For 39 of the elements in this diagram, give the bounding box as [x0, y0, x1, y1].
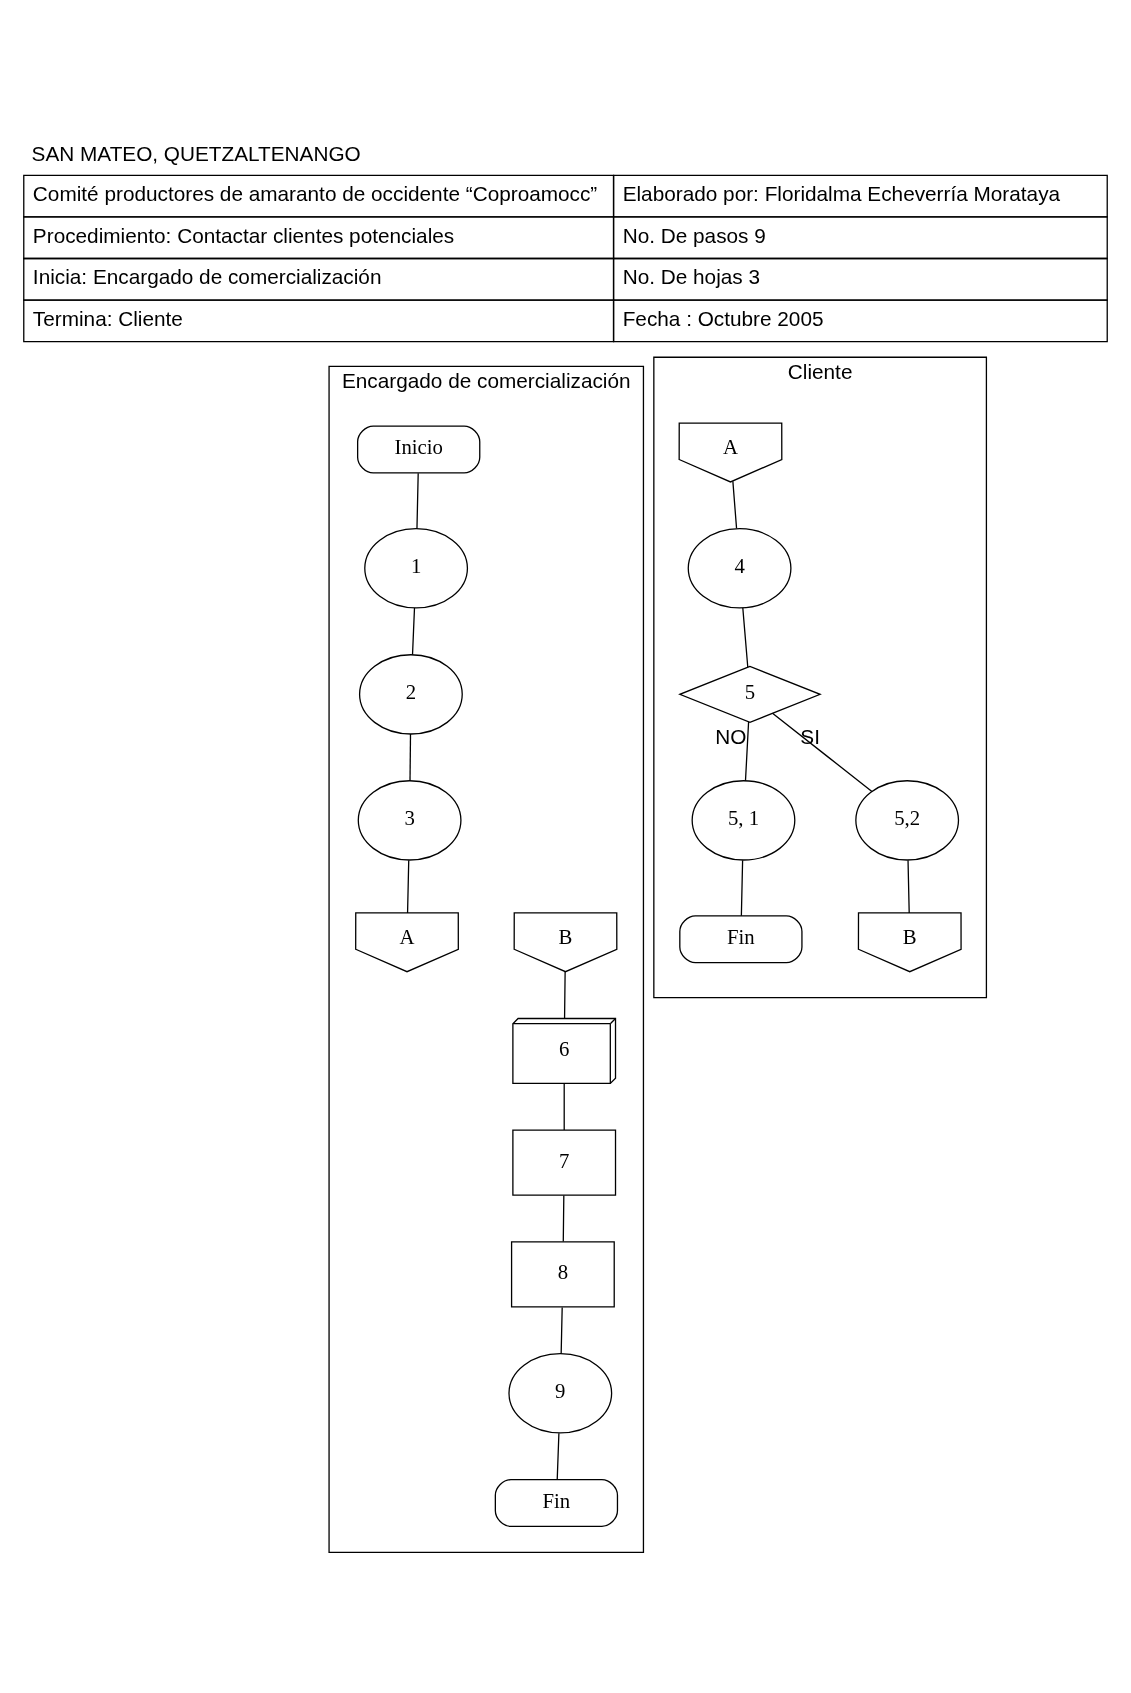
label: No. De hojas 3	[622, 264, 761, 288]
connector	[406, 859, 410, 914]
label: Fecha : Octubre 2005	[622, 306, 824, 330]
node-ellipse: 5, 1	[691, 779, 796, 861]
label: Comité productores de amaranto de occidente “Coproamocc”	[32, 181, 598, 205]
edge-label: NO	[715, 724, 747, 748]
connector	[907, 859, 910, 914]
node-ellipse: 2	[358, 653, 463, 735]
node-box: Fin	[494, 1478, 619, 1527]
connector	[556, 1432, 560, 1480]
connector	[416, 472, 419, 529]
connector	[732, 480, 738, 529]
edge-label: SI	[800, 724, 820, 748]
node-diamond: 5	[678, 665, 822, 723]
node-ellipse: 1	[364, 527, 469, 609]
connector	[409, 732, 412, 781]
label: Inicia: Encargado de comercialización	[32, 264, 382, 288]
node-ellipse: 4	[687, 527, 792, 609]
node-ellipse: 9	[508, 1352, 613, 1434]
label: Termina: Cliente	[32, 306, 183, 330]
connector	[744, 720, 750, 781]
node-box: Fin	[679, 914, 803, 963]
connector	[563, 970, 566, 1019]
connector	[563, 1082, 565, 1131]
connector	[411, 606, 416, 655]
label: Procedimiento: Contactar clientes potenciales	[32, 223, 455, 247]
node-box: 8	[510, 1240, 615, 1308]
connector	[562, 1194, 565, 1242]
node-ellipse: 3	[357, 779, 462, 861]
node-ellipse: 5,2	[855, 779, 960, 861]
connector	[771, 712, 873, 792]
connector	[742, 606, 749, 668]
node-box: Inicio	[357, 424, 481, 473]
connector	[560, 1306, 563, 1354]
label: Elaborado por: Floridalma Echeverría Morataya	[622, 181, 1061, 205]
node-box: 7	[512, 1129, 617, 1196]
label: SAN MATEO, QUETZALTENANGO	[31, 141, 361, 165]
connector	[740, 859, 744, 916]
label: No. De pasos 9	[622, 223, 766, 247]
